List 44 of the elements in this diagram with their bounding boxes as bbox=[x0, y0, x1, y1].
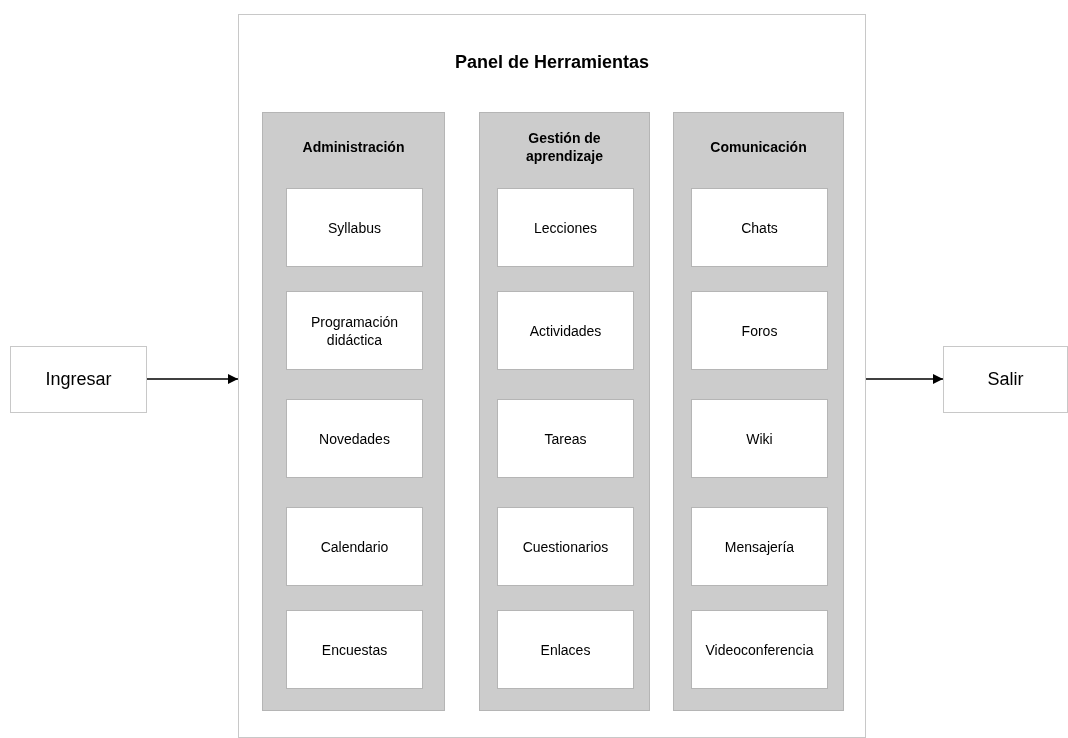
tool-box bbox=[691, 399, 828, 478]
tool-box bbox=[691, 291, 828, 370]
tool-box bbox=[497, 610, 634, 689]
box-label: Tareas bbox=[544, 430, 587, 447]
box-label: Chats bbox=[741, 219, 778, 236]
box-label: Encuestas bbox=[321, 641, 388, 658]
process-box bbox=[10, 346, 147, 413]
box-label: Wiki bbox=[746, 430, 773, 447]
tool-panel bbox=[238, 14, 866, 738]
tool-box bbox=[691, 507, 828, 586]
tool-box bbox=[286, 291, 423, 370]
process-box bbox=[943, 346, 1068, 413]
box-label: Actividades bbox=[529, 322, 602, 339]
box-label: Novedades bbox=[319, 430, 390, 447]
category-column bbox=[262, 112, 445, 711]
box-label: Calendario bbox=[320, 538, 389, 555]
box-label: Syllabus bbox=[328, 219, 381, 236]
column-heading: Comunicación bbox=[710, 138, 807, 156]
tool-box bbox=[286, 610, 423, 689]
panel-title: Panel de Herramientas bbox=[454, 52, 650, 72]
tool-box bbox=[497, 291, 634, 370]
column-heading: Administración bbox=[302, 138, 405, 156]
tool-box bbox=[691, 188, 828, 267]
box-label: Enlaces bbox=[540, 641, 591, 658]
category-column bbox=[673, 112, 844, 711]
box-label: Programación didáctica bbox=[310, 313, 399, 348]
box-label: Videoconferencia bbox=[705, 641, 814, 658]
box-label: Ingresar bbox=[45, 369, 112, 389]
box-label: Salir bbox=[987, 369, 1024, 389]
tool-box bbox=[497, 507, 634, 586]
box-label: Lecciones bbox=[533, 219, 597, 236]
arrow bbox=[865, 374, 944, 384]
box-label: Mensajería bbox=[724, 538, 795, 555]
category-column bbox=[479, 112, 650, 711]
tool-box bbox=[691, 610, 828, 689]
arrow bbox=[146, 374, 239, 384]
tool-box bbox=[286, 188, 423, 267]
tool-box bbox=[497, 188, 634, 267]
tool-box bbox=[286, 507, 423, 586]
tool-box bbox=[286, 399, 423, 478]
column-heading: Gestión de aprendizaje bbox=[525, 129, 604, 165]
box-label: Cuestionarios bbox=[522, 538, 609, 555]
box-label: Foros bbox=[741, 322, 778, 339]
tool-box bbox=[497, 399, 634, 478]
